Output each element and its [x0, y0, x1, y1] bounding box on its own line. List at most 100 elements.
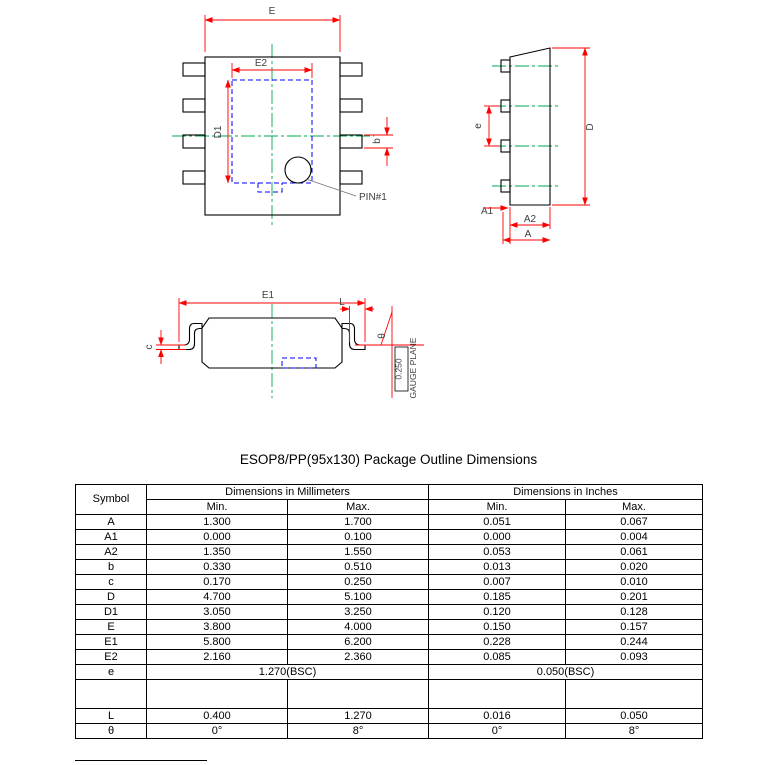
in-max-cell: 0.010 — [565, 574, 704, 590]
dim-label-A2: A2 — [524, 214, 537, 225]
symbol-cell: E2 — [75, 649, 147, 665]
inch-header: Dimensions in Inches — [428, 484, 704, 500]
table-row: D1 3.050 3.250 0.120 0.128 — [75, 604, 704, 620]
symbol-cell: A2 — [75, 544, 147, 560]
mm-header: Dimensions in Millimeters — [145, 484, 430, 500]
symbol-cell: c — [75, 574, 147, 590]
in-max-header: Max. — [565, 499, 704, 515]
in-min-cell: 0.085 — [428, 649, 567, 665]
empty-cell — [428, 679, 567, 709]
in-max-cell: 0.244 — [565, 634, 704, 650]
symbol-cell: A1 — [75, 529, 147, 545]
dim-label-b: b — [372, 138, 383, 144]
table-row: θ 0° 8° 0° 8° — [75, 723, 704, 739]
dim-theta-gauge-plane: θ 0.250 GAUGE PLANE — [355, 306, 424, 398]
empty-cell — [286, 679, 430, 709]
dim-label-D: D — [585, 123, 596, 130]
mm-min-cell: 2.160 — [146, 649, 288, 665]
in-max-cell: 0.128 — [565, 604, 704, 620]
dim-c: c — [144, 330, 186, 364]
dim-label-A: A — [525, 229, 532, 240]
in-bsc-cell: 0.050(BSC) — [428, 664, 704, 680]
right-pins — [339, 62, 363, 185]
mm-min-cell: 0.330 — [146, 559, 288, 575]
mm-min-cell: 0.000 — [146, 529, 288, 545]
mm-max-cell: 0.250 — [286, 574, 430, 590]
dim-E2: E2 — [231, 58, 313, 78]
dim-label-L: L — [339, 297, 345, 308]
exposed-pad-bottom — [281, 357, 317, 369]
table-row: A2 1.350 1.550 0.053 0.061 — [75, 544, 704, 560]
mm-max-cell: 1.550 — [286, 544, 430, 560]
mm-min-cell: 1.300 — [146, 514, 288, 530]
pin1-marker-circle — [284, 156, 312, 184]
in-max-cell: 0.201 — [565, 589, 704, 605]
dim-label-E1: E1 — [262, 290, 275, 301]
mm-min-cell: 0° — [146, 723, 288, 739]
symbol-cell: θ — [75, 723, 147, 739]
mm-min-cell: 3.800 — [146, 619, 288, 635]
dim-A1: A1 — [481, 205, 509, 217]
in-min-cell: 0.051 — [428, 514, 567, 530]
table-row: D 4.700 5.100 0.185 0.201 — [75, 589, 704, 605]
mm-min-cell: 1.350 — [146, 544, 288, 560]
basic-dimension-box — [394, 346, 409, 392]
dim-label-D1: D1 — [213, 125, 224, 138]
empty-cell — [146, 679, 288, 709]
dim-L: L — [339, 297, 374, 342]
dim-D: D — [552, 47, 596, 206]
mm-max-cell: 2.360 — [286, 649, 430, 665]
table-row: L 0.400 1.270 0.016 0.050 — [75, 708, 704, 724]
mm-min-header: Min. — [146, 499, 288, 515]
in-min-cell: 0.185 — [428, 589, 567, 605]
symbol-cell: D1 — [75, 604, 147, 620]
side-view: e D A1 A2 A — [473, 47, 596, 244]
package-body-front — [201, 317, 343, 369]
dim-E1: E1 — [178, 290, 366, 342]
pin1-callout: PIN#1 — [305, 178, 387, 203]
mm-bsc-cell: 1.270(BSC) — [145, 664, 430, 680]
dimensions-table: Symbol Dimensions in Millimeters Dimensi… — [75, 484, 704, 739]
dim-label-e: e — [473, 123, 484, 129]
symbol-header: Symbol — [75, 484, 147, 515]
table-row: A1 0.000 0.100 0.000 0.004 — [75, 529, 704, 545]
in-max-cell: 0.061 — [565, 544, 704, 560]
table-title: ESOP8/PP(95x130) Package Outline Dimensi… — [239, 452, 538, 467]
in-max-cell: 0.004 — [565, 529, 704, 545]
dim-label-c: c — [144, 345, 155, 350]
mm-min-cell: 0.400 — [146, 708, 288, 724]
left-pins — [182, 62, 206, 185]
in-max-cell: 0.050 — [565, 708, 704, 724]
in-min-cell: 0.053 — [428, 544, 567, 560]
dim-label-A1: A1 — [481, 206, 494, 217]
right-lead — [341, 322, 366, 351]
dim-E: E — [204, 6, 341, 52]
header-row-groups: Symbol Dimensions in Millimeters Dimensi… — [75, 484, 704, 515]
front-view: E1 L c θ 0.250 G — [144, 290, 424, 398]
gauge-offset-label: 0.250 — [394, 358, 404, 380]
top-view: E E2 D1 b PIN#1 — [172, 6, 393, 228]
dim-e: e — [473, 105, 500, 147]
dim-label-E: E — [269, 6, 276, 17]
in-min-header: Min. — [428, 499, 567, 515]
left-lead — [178, 322, 203, 351]
package-outline-drawings: E E2 D1 b PIN#1 — [144, 6, 596, 398]
in-min-cell: 0.228 — [428, 634, 567, 650]
side-pins — [500, 59, 511, 193]
in-min-cell: 0.013 — [428, 559, 567, 575]
table-row-e: e 1.270(BSC) 0.050(BSC) — [75, 664, 704, 680]
in-min-cell: 0° — [428, 723, 567, 739]
gauge-plane-label: GAUGE PLANE — [408, 337, 418, 398]
mm-max-cell: 1.700 — [286, 514, 430, 530]
in-max-cell: 0.157 — [565, 619, 704, 635]
spacer-row — [75, 679, 704, 709]
dim-D1: D1 — [213, 79, 231, 184]
in-max-cell: 0.020 — [565, 559, 704, 575]
symbol-cell: A — [75, 514, 147, 530]
symbol-cell: E1 — [75, 634, 147, 650]
header-row-minmax: Min. Max. Min. Max. — [76, 499, 704, 515]
table-row: b 0.330 0.510 0.013 0.020 — [75, 559, 704, 575]
mm-max-cell: 3.250 — [286, 604, 430, 620]
in-min-cell: 0.016 — [428, 708, 567, 724]
